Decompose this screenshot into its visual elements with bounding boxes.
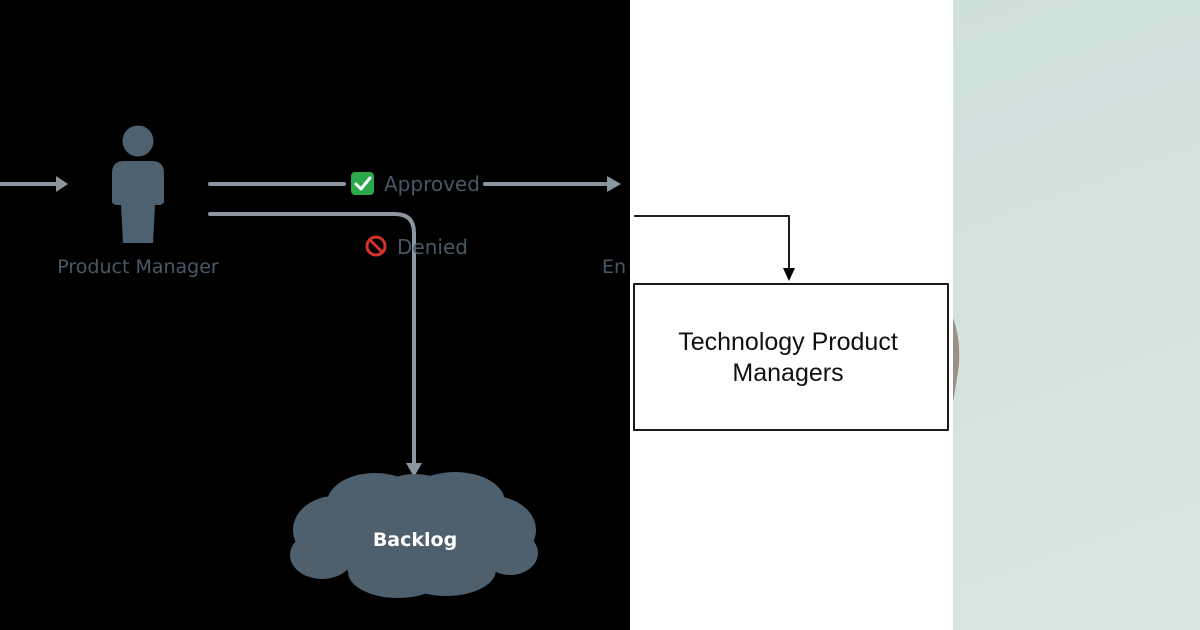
box-diagram: Technology Product Managers [633, 215, 949, 431]
approved-label: Approved [384, 172, 480, 196]
box-label-line-2: Managers [732, 359, 843, 387]
incoming-arrowhead [56, 176, 68, 192]
product-manager-label: Product Manager [57, 256, 219, 278]
truncated-label: En [602, 256, 626, 278]
connector-arrowhead [783, 268, 795, 281]
box-label-line-1: Technology Product [678, 328, 898, 356]
backlog-label: Backlog [373, 529, 457, 551]
denied-route-line [208, 212, 416, 467]
product-manager-person-icon [112, 125, 164, 243]
mint-panel-art [953, 318, 960, 402]
partial-shape-edge [953, 318, 960, 402]
connector-line [634, 215, 790, 270]
approved-arrowhead [607, 176, 621, 192]
check-box-icon [351, 172, 374, 195]
white-box-diagram-panel: Technology Product Managers [630, 0, 953, 630]
denied-label: Denied [397, 235, 468, 259]
technology-product-managers-box [633, 283, 949, 431]
dark-flow-diagram: Product Manager Approved Denied En [0, 125, 626, 598]
dark-flow-diagram-panel: Product Manager Approved Denied En [0, 125, 627, 598]
backlog-cloud-shape [290, 472, 538, 598]
denied-arrowhead [406, 463, 422, 477]
mint-background-panel [953, 0, 1200, 630]
prohibited-icon [365, 235, 387, 257]
